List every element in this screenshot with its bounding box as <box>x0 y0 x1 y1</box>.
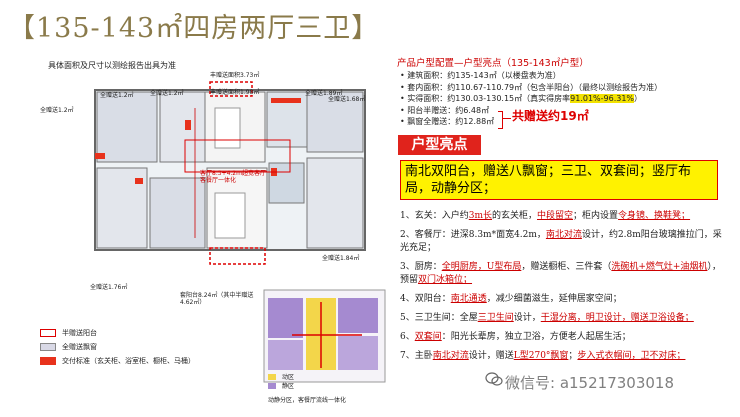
annotation-half-bonus-2: 丰赠送面积1.98㎡ <box>210 89 260 96</box>
wechat-icon <box>485 372 503 386</box>
annotation-balcony: 套阳台8.24㎡（其中半赠送4.62㎡） <box>180 292 254 306</box>
annotation-living-room: 客厅8.3+4.2m超宽客厅 客餐厅一体化 <box>200 170 266 184</box>
annotation-bay-6: 全赠送1.84㎡ <box>322 255 360 262</box>
bedroom-5 <box>149 177 206 249</box>
bedroom-2 <box>159 91 206 163</box>
plan-legend: 半赠送阳台 全赠送飘窗 交付标准（玄关柜、浴室柜、橱柜、马桶） <box>40 328 195 366</box>
area-note: 具体面积及尺寸以测绘报告出具为准 <box>48 61 176 70</box>
point-7: 7、主卧南北对流设计，赠送L型270°飘窗；步入式衣帽间，卫不对床； <box>400 351 686 361</box>
annotation-bay-4: 全赠送1.89㎡ <box>305 90 343 97</box>
spec-usable-area: • 实得面积：约130.03-130.15㎡（真实得房率91.01%-96.31… <box>400 94 643 103</box>
annotation-bay-5: 全赠送1.68㎡ <box>328 96 366 103</box>
point-2: 2、客餐厅：进深8.3m*面宽4.2m，南北对流设计，约2.8m阳台玻璃推拉门，… <box>400 230 722 253</box>
summary-box: 南北双阳台，赠送八飘窗；三卫、双套间；竖厅布局，动静分区； <box>400 160 718 200</box>
point-5: 5、三卫生间：全屋三卫生间设计，干湿分离，明卫设计，赠送卫浴设备； <box>400 313 694 323</box>
legend-item-full-bay: 全赠送飘窗 <box>40 342 195 352</box>
bonus-connector <box>503 118 511 119</box>
annotation-bay-1: 全赠送1.2㎡ <box>40 107 74 114</box>
point-6: 6、双套间：阳光长辈房，独立卫浴，方便老人起居生活； <box>400 332 631 342</box>
key-plan-caption: 动静分区，客餐厅流线一体化 <box>268 397 347 404</box>
point-4: 4、双阳台：南北通透，减少细菌滋生，延伸居家空间； <box>400 294 622 304</box>
spec-balcony-bonus: • 阳台半赠送：约6.48㎡ <box>400 105 490 115</box>
key-plan <box>263 289 386 383</box>
highlight-points: 1、玄关：入户约3m长的玄关柜，中段留空；柜内设置令身镜、换鞋凳； 2、客餐厅：… <box>400 210 725 369</box>
annotation-bay-7: 全赠送1.76㎡ <box>90 284 128 291</box>
section-heading: 产品户型配置—户型亮点（135-143㎡户型） <box>397 58 589 69</box>
annotation-bay-3: 全赠送1.2㎡ <box>150 90 184 97</box>
annotation-bay-2: 全赠送1.2㎡ <box>100 92 134 99</box>
key-legend: 动区 静区 <box>268 372 294 390</box>
spec-interior-area: • 套内面积：约110.67-110.79㎡（包含半阳台）（最终以测绘报告为准） <box>400 82 663 92</box>
bedroom-1 <box>96 91 158 163</box>
bonus-total: 共赠送约19㎡ <box>512 109 589 123</box>
legend-item-delivery: 交付标准（玄关柜、浴室柜、橱柜、马桶） <box>40 356 195 366</box>
spec-list: • 建筑面积：约135-143㎡（以楼盘表为准） • 套内面积：约110.67-… <box>400 70 662 128</box>
bedroom-6 <box>306 157 364 249</box>
floor-plan <box>94 81 366 265</box>
spec-bay-window-bonus: • 飘窗全赠送：约12.88㎡ <box>400 117 495 126</box>
watermark: 微信号: a15217303018 <box>505 374 674 392</box>
annotation-half-bonus-1: 丰赠送面积3.73㎡ <box>210 72 260 79</box>
spec-building-area: • 建筑面积：约135-143㎡（以楼盘表为准） <box>400 71 561 80</box>
bedroom-3 <box>306 91 364 153</box>
highlights-badge: 户型亮点 <box>398 135 481 155</box>
bonus-bracket <box>498 111 503 129</box>
point-1: 1、玄关：入户约3m长的玄关柜，中段留空；柜内设置令身镜、换鞋凳； <box>400 211 691 221</box>
key-legend-quiet: 静区 <box>282 383 295 390</box>
legend-item-half-balcony: 半赠送阳台 <box>40 328 195 338</box>
page-title: 【135-143㎡四房两厅三卫】 <box>8 13 380 44</box>
key-legend-active: 动区 <box>282 374 295 381</box>
point-3: 3、厨房：全明厨房，U型布局，赠送橱柜、三件套（洗碗机+燃气灶+油烟机），预留双… <box>400 262 721 285</box>
